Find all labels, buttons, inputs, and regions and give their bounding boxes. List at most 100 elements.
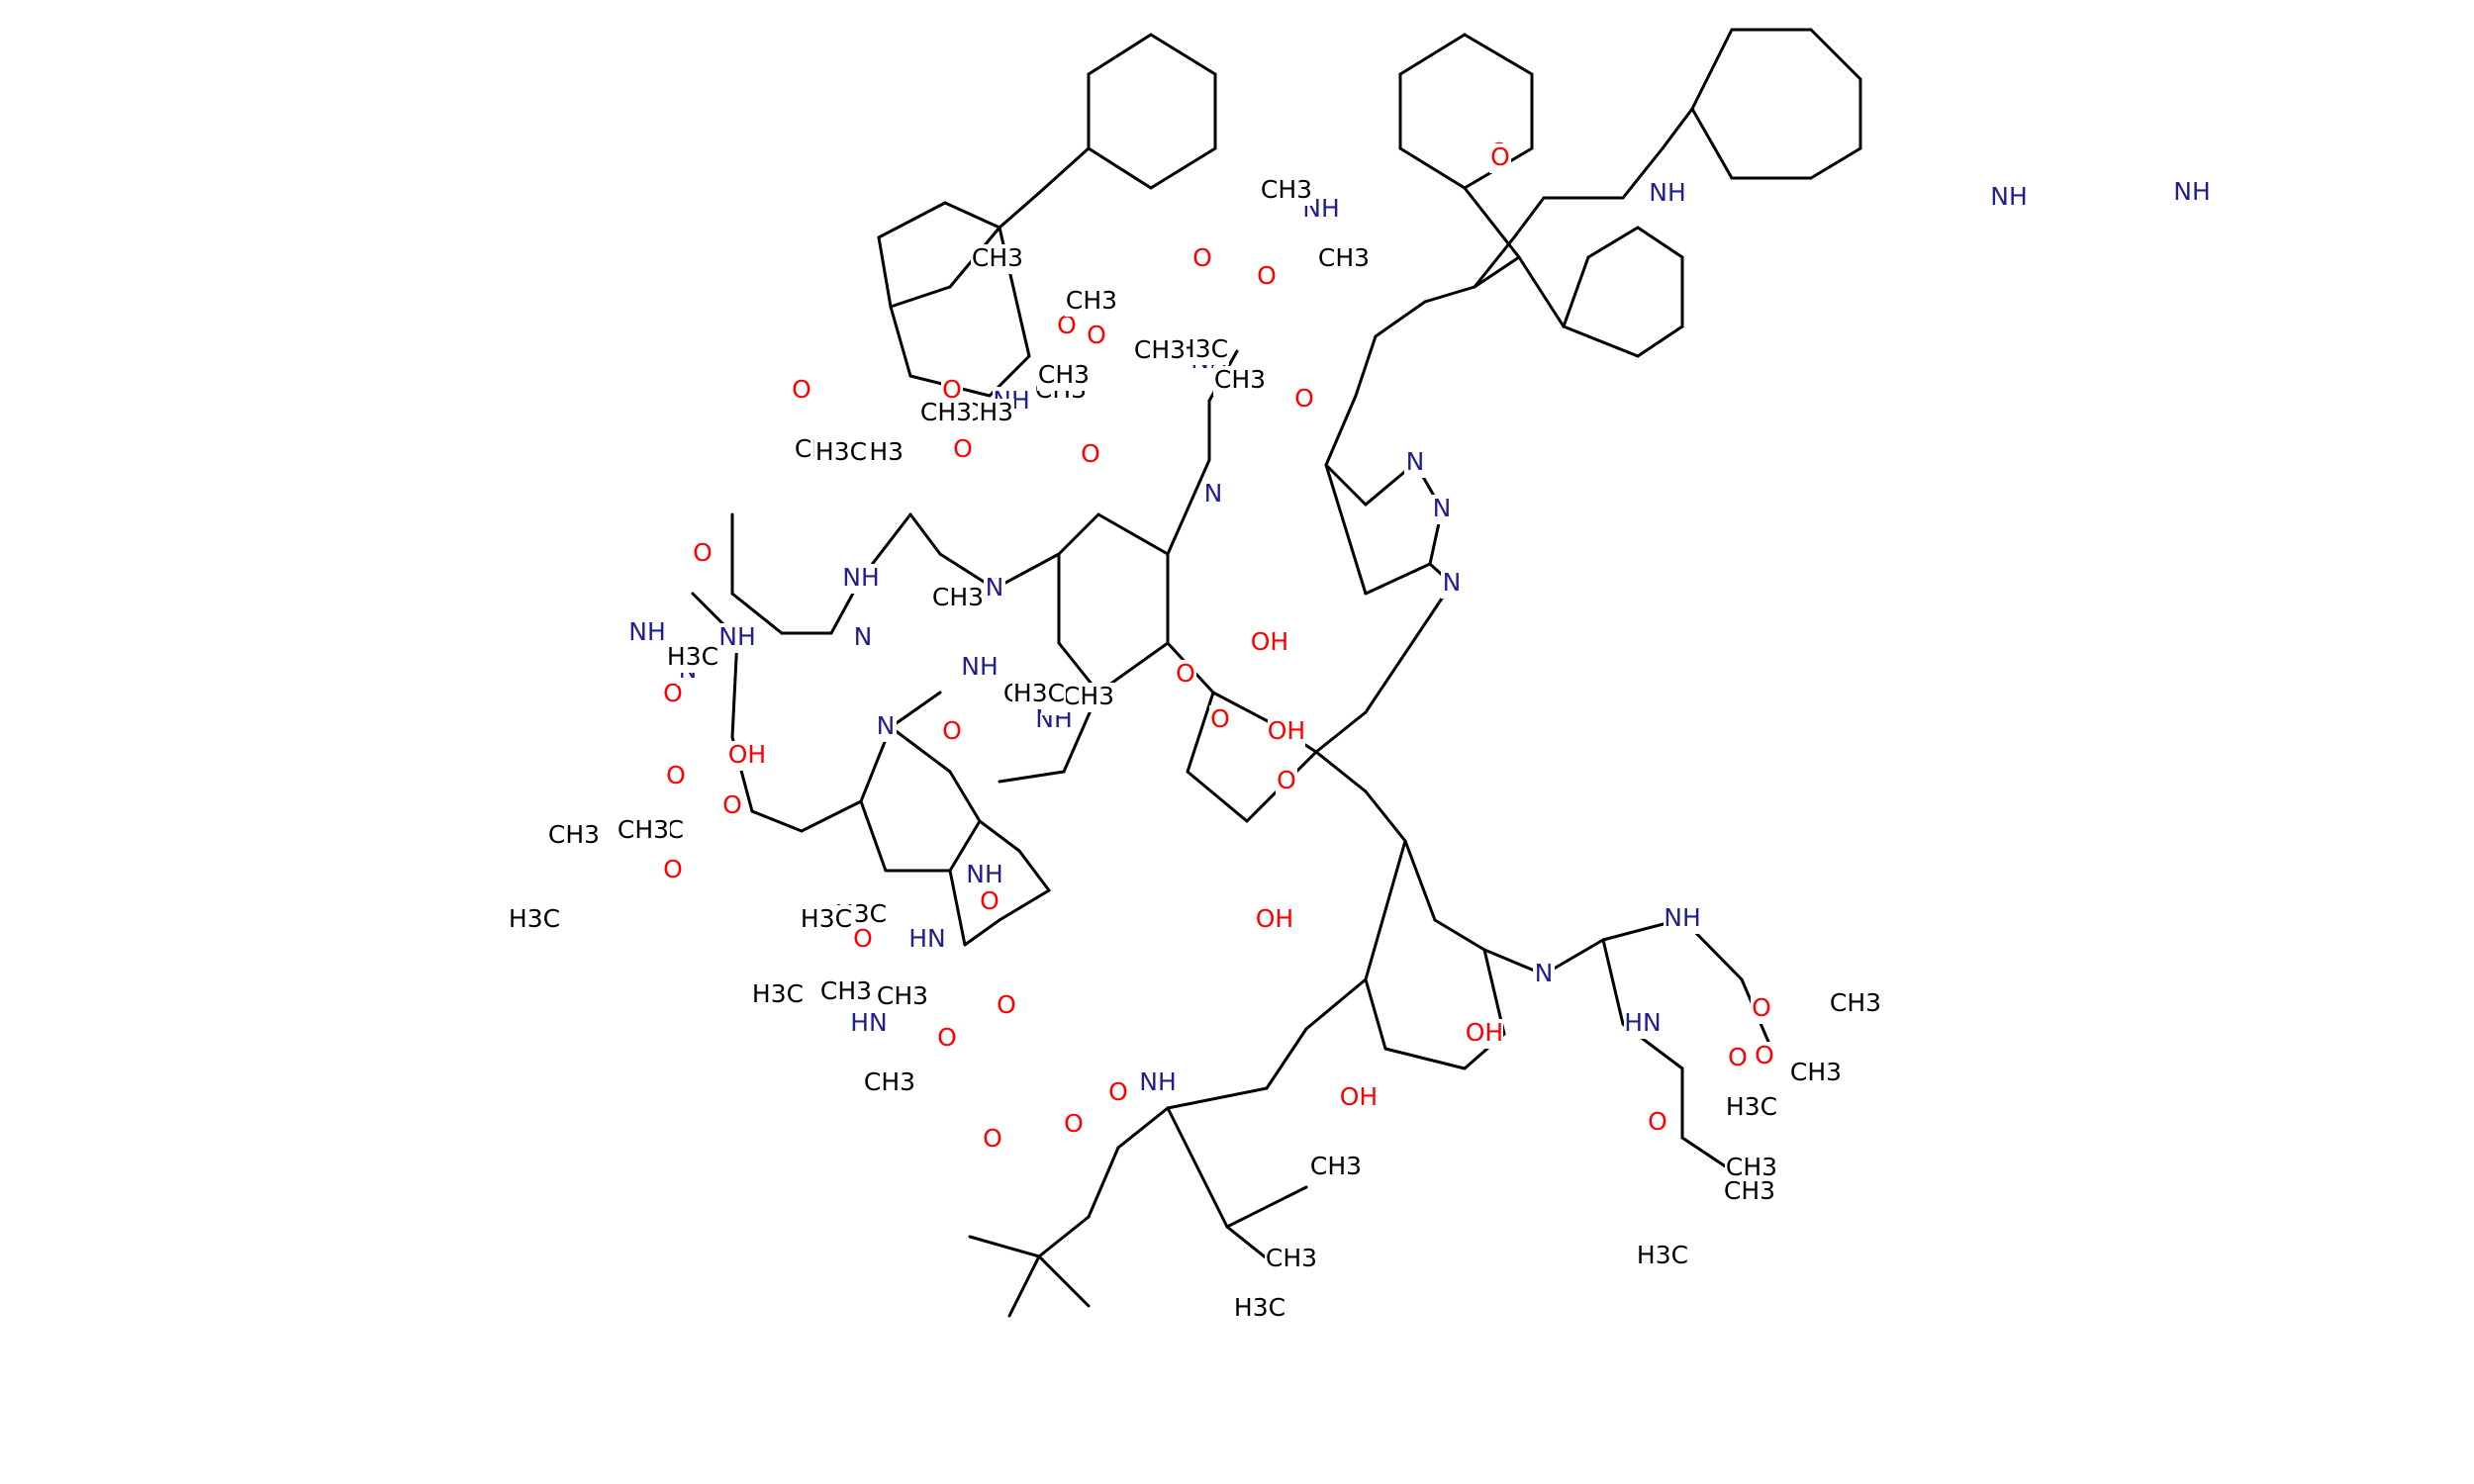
atom-label-bg <box>1664 904 1701 934</box>
atom-label-bg <box>961 653 999 683</box>
bond-24 <box>1463 186 1521 259</box>
atom-label: H3C <box>752 979 804 1008</box>
atom-label: NH <box>1664 903 1701 932</box>
bond-95 <box>859 799 888 873</box>
atom-label-bg <box>1037 361 1091 391</box>
atom-label: CH3 <box>1318 243 1370 272</box>
bond-101 <box>1314 750 1368 793</box>
atom-label-bg <box>800 905 853 935</box>
bond-86 <box>800 799 863 833</box>
atom-label: OH <box>1268 716 1305 745</box>
atom-label-bg <box>666 643 719 673</box>
bond-130 <box>1037 1254 1091 1308</box>
atom-label-bg <box>941 717 963 747</box>
atom-label-bg <box>842 564 880 594</box>
atom-label-bg <box>966 861 1003 890</box>
atom-label: H3C <box>667 642 718 671</box>
atom-label: H3C <box>815 437 867 466</box>
atom-label: OH <box>1251 627 1288 656</box>
bond-48 <box>1324 394 1358 467</box>
atom-label-bg <box>1209 705 1231 735</box>
atom-label-bg <box>628 618 666 648</box>
atom-label-bg <box>1276 767 1297 796</box>
bond-89 <box>730 636 739 739</box>
atom-label: H3C <box>801 904 852 933</box>
atom-label: CH3 <box>972 243 1023 272</box>
bond-122 <box>1116 1106 1170 1150</box>
bond-31 <box>1562 255 1590 328</box>
bond-4 <box>1087 146 1153 190</box>
atom-label-bg <box>919 399 973 428</box>
atom-label-bg <box>1191 244 1213 274</box>
atom-label: O <box>1755 1041 1774 1069</box>
atom-label-bg <box>1256 905 1293 935</box>
atom-label: N <box>1204 479 1223 508</box>
bond-76 <box>908 512 942 556</box>
atom-label-bg <box>1533 960 1555 989</box>
atom-label-bg <box>819 977 873 1007</box>
atom-label-bg <box>508 905 561 935</box>
atom-label-bg <box>1404 448 1426 478</box>
atom-label-bg <box>1202 480 1224 510</box>
bond-1 <box>1149 33 1217 76</box>
atom-label: CH3 <box>1830 988 1881 1017</box>
atom-label: NH <box>842 563 880 592</box>
bond-45 <box>1423 285 1476 304</box>
atom-label: CH3 <box>1726 1153 1777 1181</box>
atom-label-bg <box>952 435 974 465</box>
atom-label-bg <box>665 762 687 791</box>
bond-38 <box>1690 107 1734 180</box>
bond-21 <box>1398 146 1467 190</box>
atom-label: O <box>1064 1109 1084 1138</box>
atom-label-bg <box>547 821 601 851</box>
atom-label: NH <box>1649 178 1686 207</box>
atom-label-bg <box>721 791 743 821</box>
bond-39 <box>1690 28 1734 111</box>
atom-label-layer: NHONHNHONHOCH3CH3OCH3ONHONHNNNNOHNNHONHC… <box>508 138 2211 1324</box>
bond-127 <box>1037 1215 1091 1258</box>
atom-label: CH3 <box>548 820 600 849</box>
atom-label: N <box>1535 959 1554 987</box>
bond-layer <box>691 28 1862 1318</box>
atom-label: CH3 <box>1063 682 1114 710</box>
atom-label: O <box>693 538 713 567</box>
atom-label: CH3 <box>932 583 984 611</box>
atom-label: O <box>983 1124 1002 1153</box>
atom-label-bg <box>1080 440 1101 470</box>
bond-3 <box>1149 146 1217 190</box>
atom-label: O <box>1087 321 1106 349</box>
atom-label: N <box>986 573 1004 602</box>
atom-label: N <box>1443 568 1462 597</box>
atom-label-bg <box>852 925 874 955</box>
atom-label-bg <box>996 991 1017 1021</box>
atom-label: HN <box>850 1008 888 1037</box>
atom-label-bg <box>662 680 684 709</box>
bond-119 <box>1304 977 1368 1031</box>
atom-label-bg <box>1829 989 1882 1019</box>
bond-27 <box>1636 325 1684 358</box>
bond-123 <box>1087 1146 1120 1219</box>
atom-label-bg <box>1990 183 2028 213</box>
atom-label-bg <box>1727 1044 1749 1073</box>
bond-29 <box>1636 226 1684 259</box>
atom-label: CH3 <box>920 398 972 426</box>
atom-label-bg <box>979 887 1000 917</box>
bond-71 <box>1166 458 1211 556</box>
atom-label-bg <box>936 1024 958 1054</box>
atom-label: O <box>1057 311 1077 339</box>
bond-23 <box>1398 33 1467 76</box>
bond-10 <box>877 201 947 239</box>
bond-126 <box>1225 1185 1308 1229</box>
bond-104 <box>1433 918 1486 952</box>
atom-label-bg <box>850 1009 888 1039</box>
bond-44 <box>1473 235 1516 289</box>
atom-label-bg <box>1260 176 1313 206</box>
atom-label: CH3 <box>1261 175 1312 204</box>
atom-label-bg <box>1649 179 1686 209</box>
atom-label-bg <box>1317 244 1371 274</box>
bond-43 <box>1512 196 1546 239</box>
atom-label-bg <box>1233 1294 1286 1324</box>
atom-label: O <box>953 434 973 463</box>
